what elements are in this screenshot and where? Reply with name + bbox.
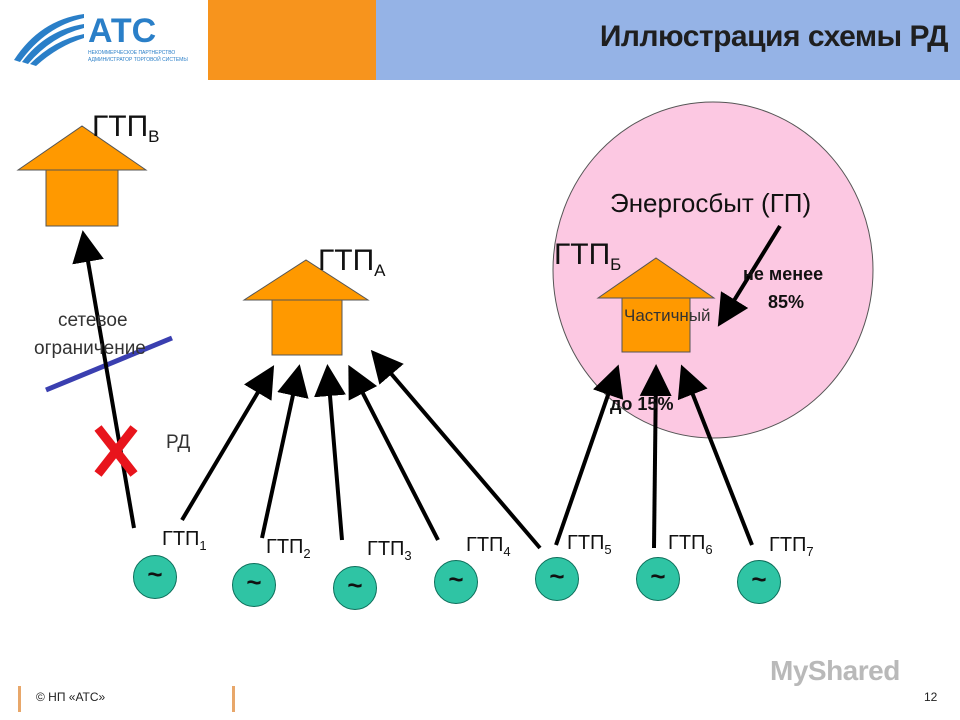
arrow-gtp6-gtpb: [639, 364, 672, 549]
arrow-energosbyt-partial: [717, 224, 782, 327]
header-band: [375, 0, 960, 80]
arrow-gtp7-gtpb: [677, 364, 754, 546]
arrow-gtp5-gtpb: [554, 364, 624, 546]
arrow-gtp4-gtpa: [348, 364, 440, 541]
arrow-gtp1-gtpv: [72, 230, 136, 529]
watermark-text: MyShared: [770, 655, 900, 686]
not-less-line1: не менее: [743, 264, 824, 284]
arrow-gtp5-gtpa: [370, 349, 542, 550]
header-orange-block: [208, 0, 376, 80]
footer-bar-left: [18, 686, 21, 712]
house-gtp-v: [16, 125, 148, 227]
grid-limit-line2: ограничение: [34, 338, 146, 359]
rd-label: РД: [166, 432, 191, 453]
generator-7-icon: ~: [737, 560, 781, 604]
label-gtp-6: ГТП6: [668, 532, 713, 557]
label-gtp-7: ГТП7: [769, 534, 814, 559]
label-gtp-v: ГТПВ: [92, 110, 160, 146]
rd-blocked-cross: [94, 425, 138, 477]
not-less-line2: 85%: [768, 292, 805, 312]
ats-logo: АТС НЕКОММЕРЧЕСКОЕ ПАРТНЕРСТВО АДМИНИСТР…: [0, 0, 208, 80]
generator-3-icon: ~: [333, 566, 377, 610]
generator-5-icon: ~: [535, 557, 579, 601]
svg-text:НЕКОММЕРЧЕСКОЕ ПАРТНЕРСТВО: НЕКОММЕРЧЕСКОЕ ПАРТНЕРСТВО: [88, 50, 175, 56]
generator-1-icon: ~: [133, 555, 177, 599]
label-gtp-a: ГТПА: [318, 244, 386, 280]
label-gtp-2: ГТП2: [266, 536, 311, 561]
footer-bar-right: [232, 686, 235, 712]
up-to-label: до 15%: [610, 394, 674, 414]
slide-title: Иллюстрация схемы РД: [599, 20, 949, 53]
arrow-gtp1-gtpa: [180, 365, 275, 522]
partial-label: Частичный: [624, 306, 711, 325]
label-gtp-1: ГТП1: [162, 528, 207, 553]
label-gtp-4: ГТП4: [466, 534, 511, 559]
house-gtp-a: [242, 259, 370, 356]
grid-constraint-line: [45, 335, 173, 393]
house-gtp-b: [596, 257, 716, 353]
label-gtp-3: ГТП3: [367, 538, 412, 563]
svg-text:АДМИНИСТРАТОР ТОРГОВОЙ СИСТЕМЫ: АДМИНИСТРАТОР ТОРГОВОЙ СИСТЕМЫ: [88, 55, 188, 63]
energosbyt-circle: [552, 101, 874, 439]
generator-2-icon: ~: [232, 563, 276, 607]
label-gtp-b: ГТПБ: [554, 238, 622, 274]
grid-limit-line1: сетевое: [58, 310, 128, 331]
logo-text: АТС: [88, 12, 156, 50]
arrow-gtp2-gtpa: [260, 364, 309, 539]
generator-6-icon: ~: [636, 557, 680, 601]
page-number: 12: [924, 690, 938, 704]
generator-4-icon: ~: [434, 560, 478, 604]
energosbyt-label: Энергосбыт (ГП): [610, 188, 812, 218]
arrow-gtp3-gtpa: [314, 364, 346, 541]
footer-copyright: © НП «АТС»: [36, 690, 106, 704]
label-gtp-5: ГТП5: [567, 532, 612, 557]
